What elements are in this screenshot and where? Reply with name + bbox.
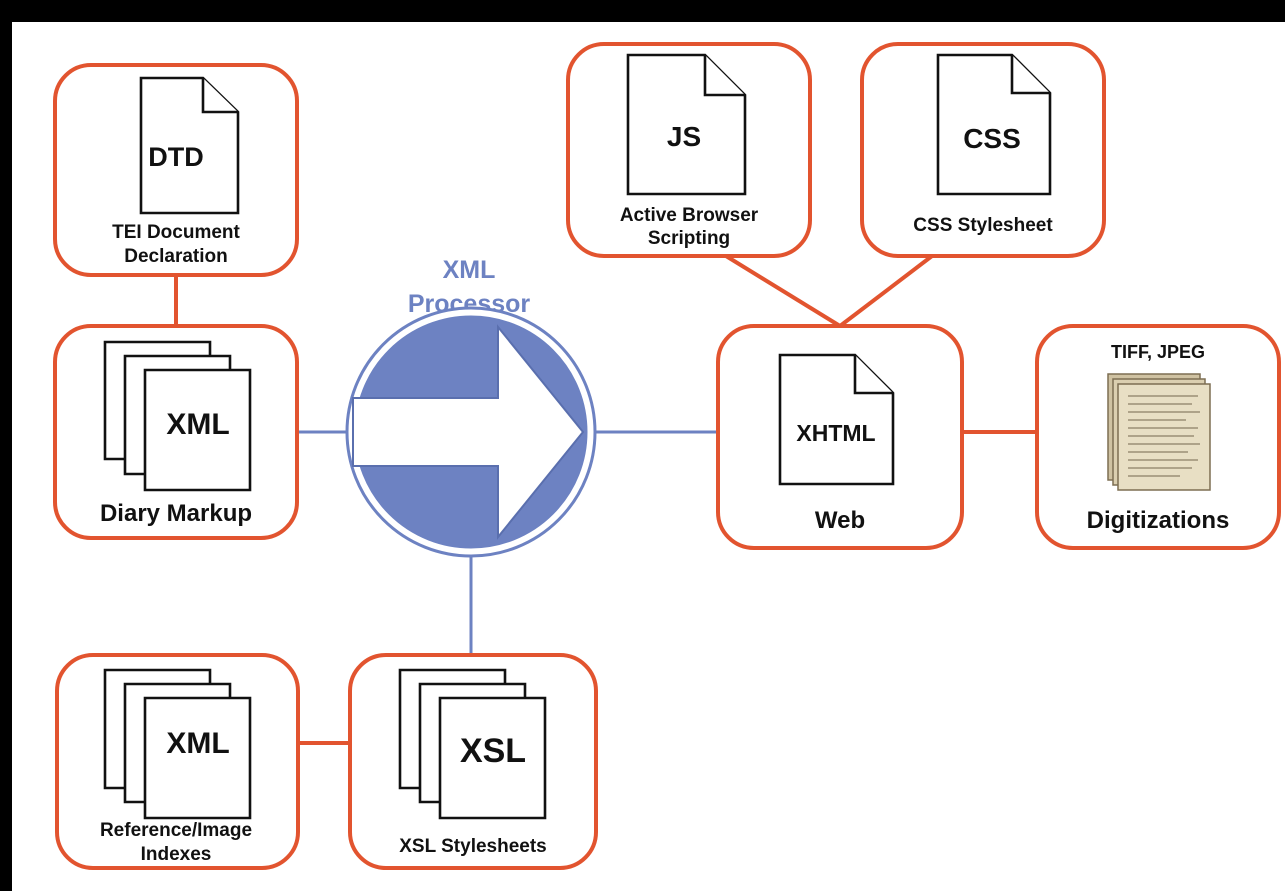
node-digitizations: TIFF, JPEG Dig (1035, 324, 1281, 550)
document-icon: JS (626, 53, 747, 196)
scanned-pages-icon (1107, 373, 1211, 491)
node-reference-indexes: XML Reference/Image Indexes (55, 653, 300, 870)
document-stack-icon: XML (103, 668, 252, 820)
doc-label: XSL (460, 732, 526, 770)
node-caption-line1: TEI Document (112, 222, 240, 243)
document-stack-icon: XSL (398, 668, 547, 820)
doc-label: JS (667, 121, 701, 152)
node-caption-line1: CSS Stylesheet (913, 215, 1053, 236)
node-tei-dtd: DTD TEI Document Declaration (53, 63, 299, 277)
doc-label: XML (166, 727, 229, 760)
node-caption-line1: XSL Stylesheets (399, 836, 547, 857)
link-js-to-web (724, 254, 842, 328)
doc-label: DTD (148, 142, 204, 172)
format-label: TIFF, JPEG (1111, 342, 1205, 362)
document-icon: CSS (936, 53, 1052, 196)
doc-label: XML (166, 408, 229, 441)
node-caption-line1: Active Browser (620, 205, 759, 226)
node-caption-line2: Scripting (648, 228, 730, 249)
link-css-to-web (838, 254, 934, 328)
processor-title-line1: XML (443, 256, 496, 284)
node-active-browser-scripting: JS Active Browser Scripting (566, 42, 812, 258)
node-diary-markup: XML Diary Markup (53, 324, 299, 540)
doc-label: CSS (963, 123, 1021, 154)
node-caption-line2: Declaration (124, 246, 227, 267)
arrow-right-icon (352, 324, 585, 540)
document-icon: XHTML (778, 353, 895, 486)
node-caption-line1: Digitizations (1087, 507, 1230, 534)
node-caption-line1: Reference/Image (100, 820, 252, 841)
xml-processor: XML Processor (345, 256, 597, 558)
doc-label: XHTML (796, 420, 875, 446)
connectors (174, 254, 1037, 745)
node-css-stylesheet: CSS CSS Stylesheet (860, 42, 1106, 258)
node-caption-line1: Web (815, 507, 865, 534)
node-caption-line1: Diary Markup (100, 500, 252, 527)
node-caption-line2: Indexes (141, 844, 212, 865)
document-icon: DTD (139, 76, 240, 215)
node-web: XHTML Web (716, 324, 964, 550)
document-stack-icon: XML (103, 340, 252, 492)
node-xsl-stylesheets: XSL XSL Stylesheets (348, 653, 598, 870)
